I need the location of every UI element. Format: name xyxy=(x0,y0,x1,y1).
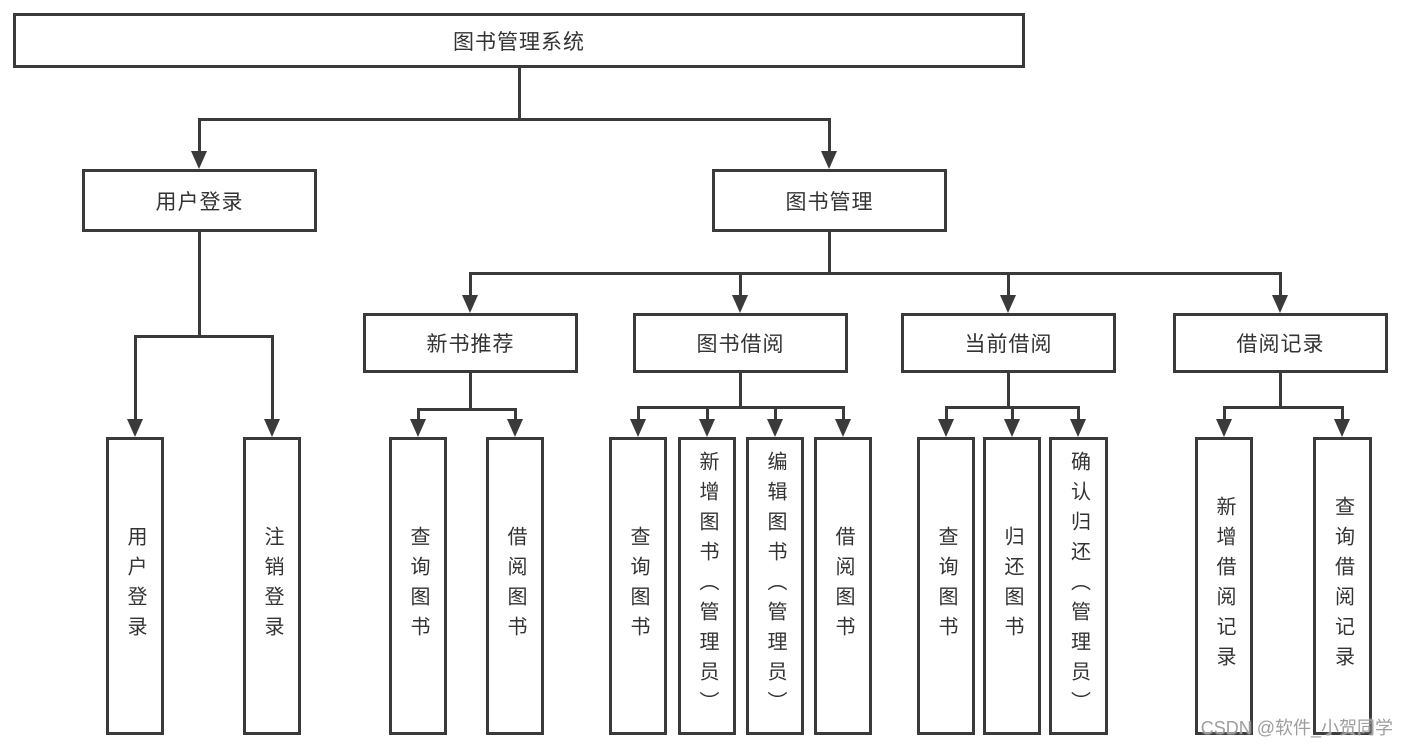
leaf-cb-return-book: 归还图书 xyxy=(983,437,1041,735)
node-root-label: 图书管理系统 xyxy=(453,30,585,54)
leaf-bb-query-book-label: 查询图书 xyxy=(627,526,649,646)
arrow-down-icon xyxy=(191,151,207,169)
leaf-bb-add-book: 新增图书（管理员） xyxy=(678,437,736,735)
node-new-book-rec-label: 新书推荐 xyxy=(426,333,515,356)
arrow-down-icon xyxy=(630,419,646,437)
arrow-down-icon xyxy=(821,151,837,169)
arrow-down-icon xyxy=(938,419,954,437)
leaf-bb-edit-book: 编辑图书（管理员） xyxy=(746,437,804,735)
arrow-down-icon xyxy=(1000,295,1016,313)
connector-user-stem-1 xyxy=(134,335,137,421)
leaf-cb-query-book: 查询图书 xyxy=(917,437,975,735)
connector-user-vline xyxy=(198,232,201,336)
arrow-down-icon xyxy=(1004,419,1020,437)
leaf-bb-query-book: 查询图书 xyxy=(609,437,667,735)
leaf-nbr-query-book-label: 查询图书 xyxy=(407,526,429,646)
connector-mgmt-stem-4 xyxy=(1279,272,1282,297)
connector-bb-vline xyxy=(739,373,742,408)
leaf-bb-edit-book-label: 编辑图书（管理员） xyxy=(764,451,786,721)
leaf-user-login-label: 用户登录 xyxy=(124,526,146,646)
leaf-cb-query-book-label: 查询图书 xyxy=(935,526,957,646)
connector-bb-stem-2 xyxy=(706,406,709,421)
node-book-mgmt-label: 图书管理 xyxy=(785,190,874,214)
connector-root-stem-left xyxy=(198,118,201,153)
arrow-down-icon xyxy=(507,419,523,437)
node-book-mgmt: 图书管理 xyxy=(712,169,947,232)
leaf-cb-confirm-return-label: 确认归还（管理员） xyxy=(1067,451,1090,721)
connector-bb-stem-3 xyxy=(774,406,777,421)
arrow-down-icon xyxy=(127,419,143,437)
leaf-br-add-record: 新增借阅记录 xyxy=(1195,437,1253,735)
arrow-down-icon xyxy=(1216,419,1232,437)
arrow-down-icon xyxy=(1070,419,1086,437)
node-borrow-record-label: 借阅记录 xyxy=(1236,333,1325,356)
connector-br-vline xyxy=(1279,373,1282,408)
leaf-br-add-record-label: 新增借阅记录 xyxy=(1213,496,1235,676)
connector-user-stem-2 xyxy=(271,335,274,421)
leaf-br-query-record: 查询借阅记录 xyxy=(1313,437,1372,735)
leaf-bb-borrow-book: 借阅图书 xyxy=(814,437,872,735)
arrow-down-icon xyxy=(835,419,851,437)
arrow-down-icon xyxy=(1334,419,1350,437)
node-borrow-record: 借阅记录 xyxy=(1173,313,1388,373)
connector-cb-stem-1 xyxy=(945,406,948,421)
connector-bb-stem-1 xyxy=(637,406,640,421)
connector-nbr-vline xyxy=(469,373,472,410)
arrow-down-icon xyxy=(767,419,783,437)
leaf-nbr-query-book: 查询图书 xyxy=(389,437,447,735)
leaf-br-query-record-label: 查询借阅记录 xyxy=(1331,496,1354,676)
connector-nbr-hline xyxy=(417,408,517,411)
arrow-down-icon xyxy=(410,419,426,437)
leaf-bb-add-book-label: 新增图书（管理员） xyxy=(696,451,718,721)
arrow-down-icon xyxy=(264,419,280,437)
node-book-borrow: 图书借阅 xyxy=(633,313,848,373)
leaf-logout: 注销登录 xyxy=(243,437,301,735)
connector-cb-vline xyxy=(1007,373,1010,408)
csdn-watermark: CSDN @软件_小贺同学 xyxy=(1200,718,1393,738)
node-user-login: 用户登录 xyxy=(82,169,317,232)
leaf-bb-borrow-book-label: 借阅图书 xyxy=(832,526,854,646)
node-current-borrow-label: 当前借阅 xyxy=(964,333,1053,356)
arrow-down-icon xyxy=(462,295,478,313)
connector-br-stem-1 xyxy=(1223,406,1226,421)
leaf-logout-label: 注销登录 xyxy=(261,526,283,646)
connector-cb-stem-3 xyxy=(1077,406,1080,421)
connector-mgmt-stem-2 xyxy=(739,272,742,297)
connector-br-hline xyxy=(1223,406,1344,409)
node-book-borrow-label: 图书借阅 xyxy=(696,333,785,356)
connector-mgmt-stem-1 xyxy=(469,272,472,297)
arrow-down-icon xyxy=(1272,295,1288,313)
connector-br-stem-2 xyxy=(1341,406,1344,421)
arrow-down-icon xyxy=(732,295,748,313)
connector-user-hline xyxy=(134,335,274,338)
connector-mgmt-vline xyxy=(828,232,831,274)
leaf-user-login: 用户登录 xyxy=(106,437,164,735)
connector-mgmt-stem-3 xyxy=(1007,272,1010,297)
connector-mgmt-hline xyxy=(469,272,1282,275)
connector-nbr-stem-2 xyxy=(514,408,517,421)
connector-root-hline xyxy=(198,118,831,121)
connector-cb-stem-2 xyxy=(1011,406,1014,421)
connector-bb-stem-4 xyxy=(842,406,845,421)
connector-nbr-stem-1 xyxy=(417,408,420,421)
leaf-nbr-borrow-book-label: 借阅图书 xyxy=(504,526,526,646)
connector-bb-hline xyxy=(637,406,845,409)
arrow-down-icon xyxy=(699,419,715,437)
node-current-borrow: 当前借阅 xyxy=(901,313,1116,373)
connector-root-vline xyxy=(518,68,521,118)
node-root: 图书管理系统 xyxy=(13,13,1025,68)
node-user-login-label: 用户登录 xyxy=(155,190,244,214)
leaf-cb-return-book-label: 归还图书 xyxy=(1001,526,1023,646)
leaf-nbr-borrow-book: 借阅图书 xyxy=(486,437,544,735)
connector-root-stem-right xyxy=(828,118,831,153)
leaf-cb-confirm-return: 确认归还（管理员） xyxy=(1049,437,1108,735)
node-new-book-rec: 新书推荐 xyxy=(363,313,578,373)
